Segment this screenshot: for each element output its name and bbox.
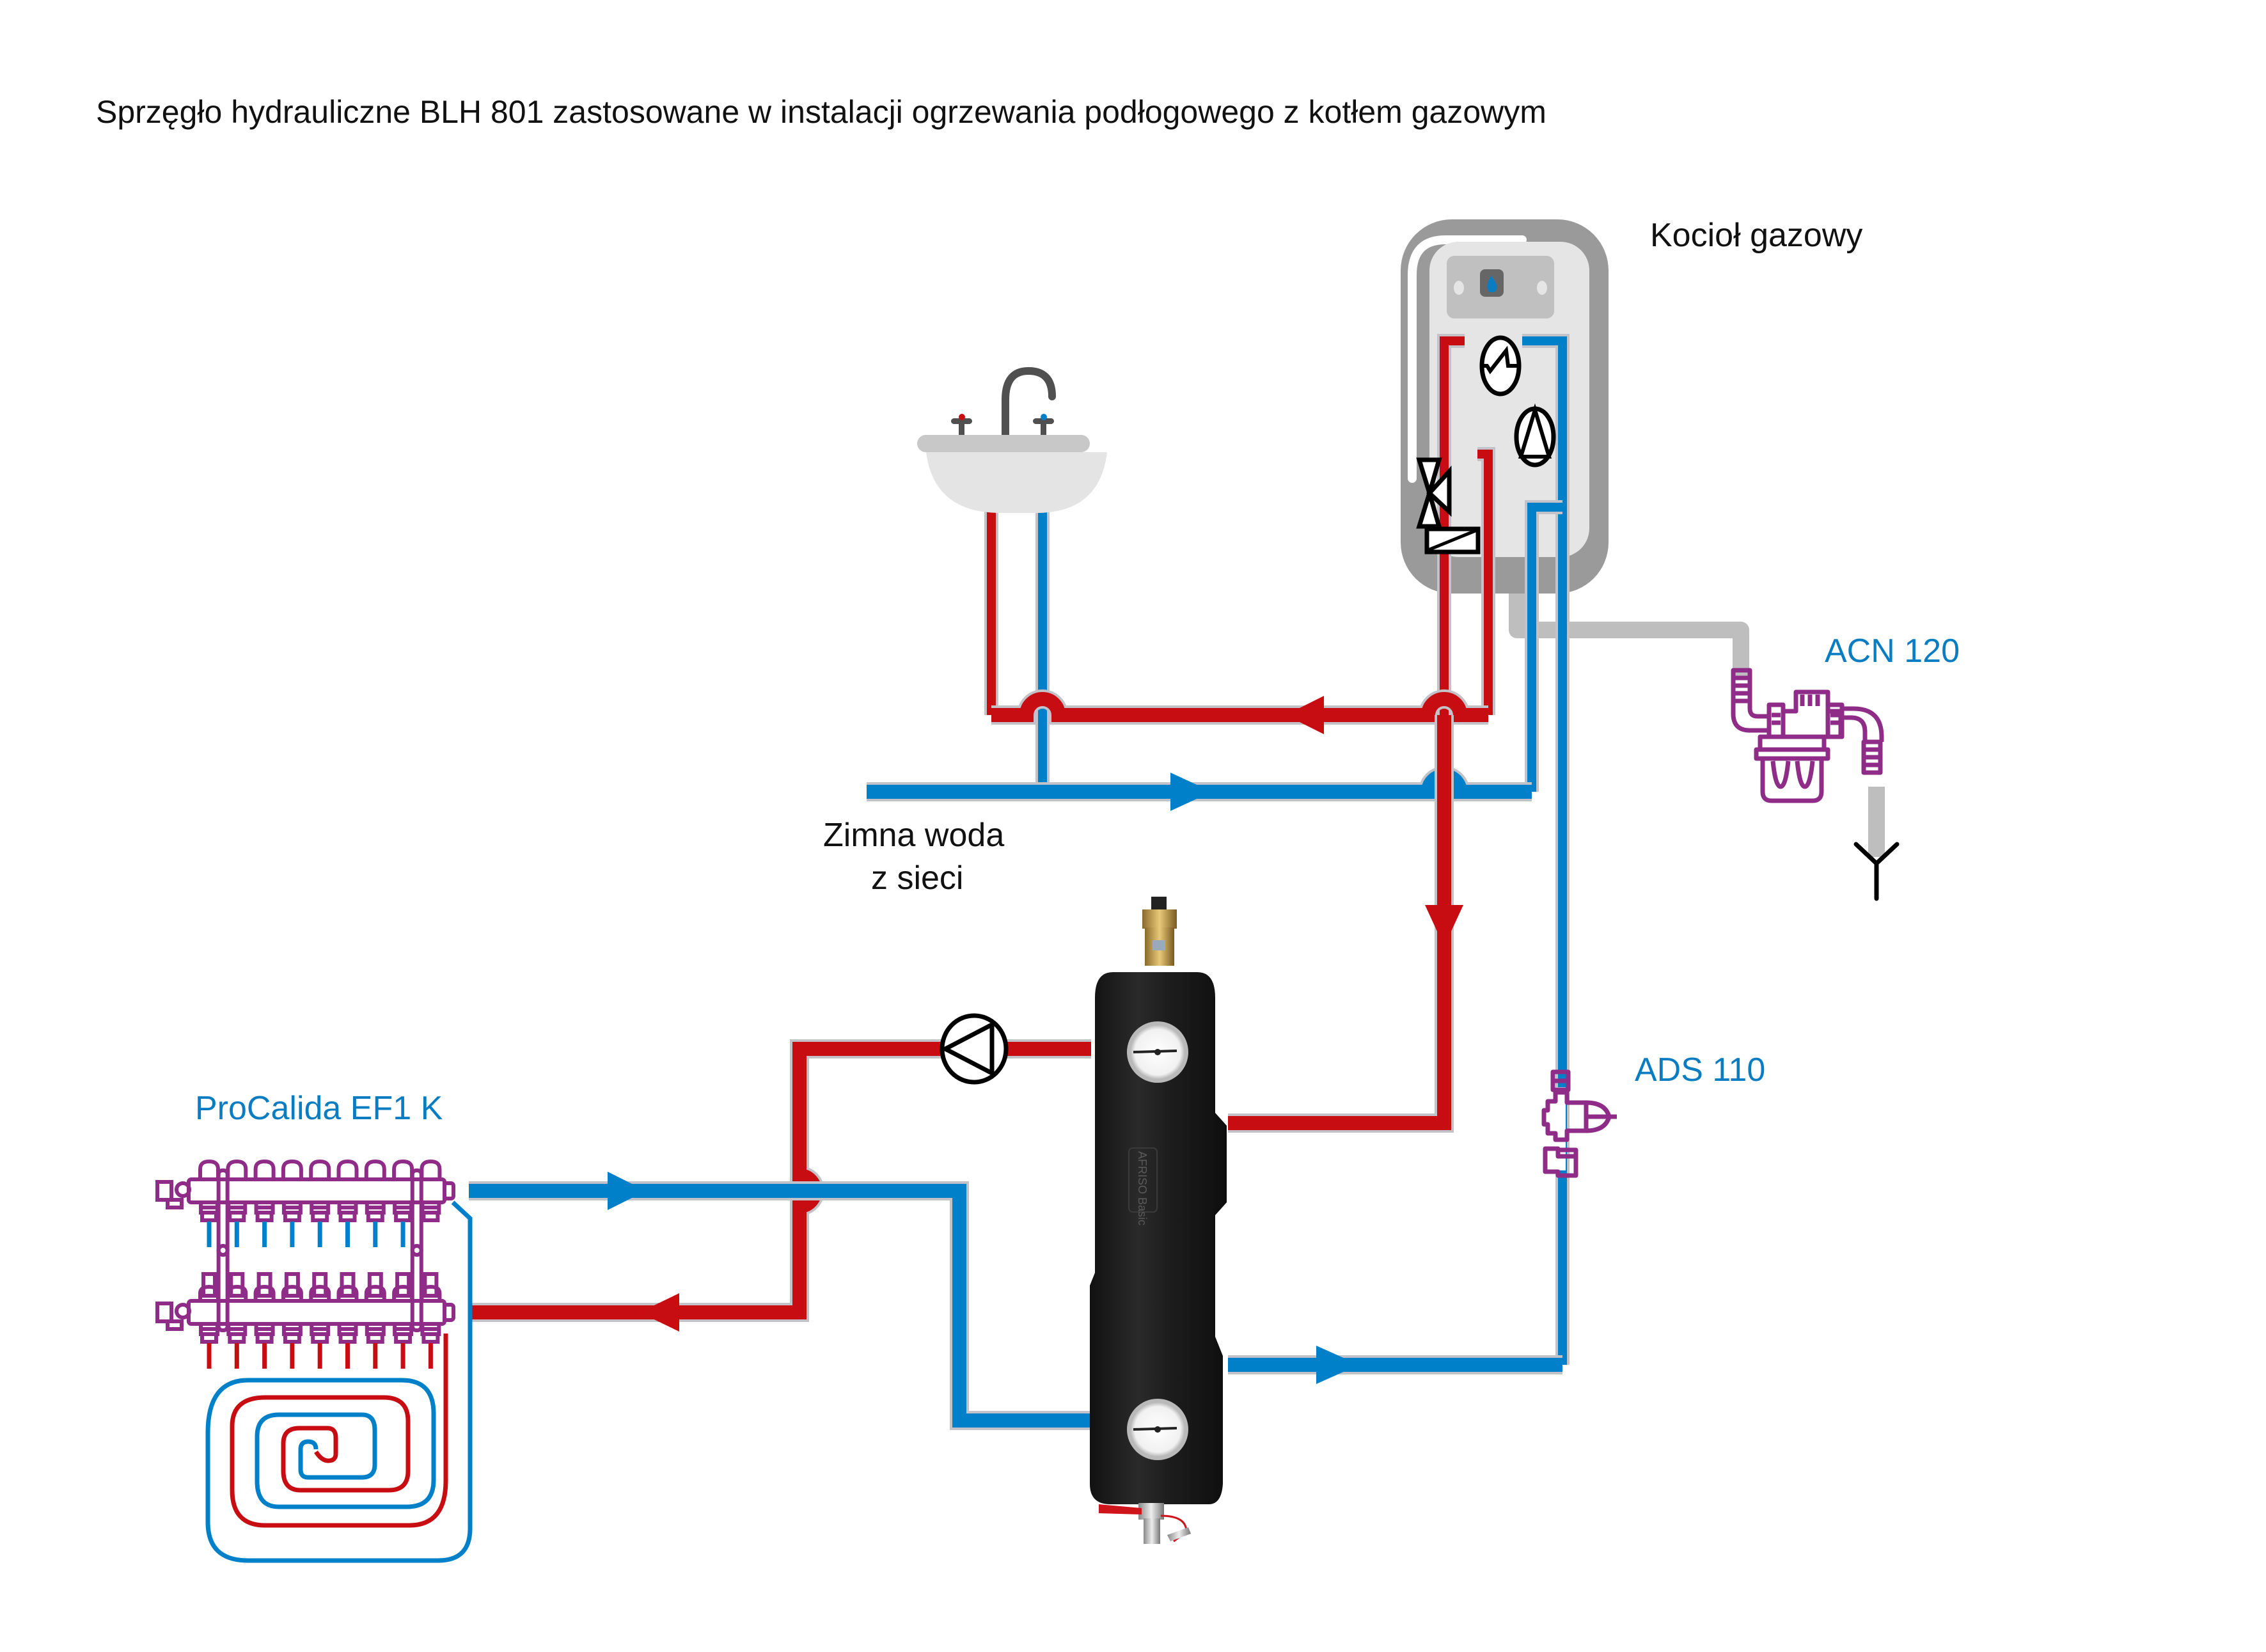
manifold-connector: [254, 1324, 275, 1344]
heat-exchanger-icon: [1479, 335, 1522, 397]
manifold-valve-cap: [392, 1159, 414, 1178]
manifold-valve-cap: [281, 1284, 303, 1300]
boiler-label: Kocioł gazowy: [1650, 217, 1862, 254]
manifold-valve-cap: [198, 1159, 220, 1178]
manifold-flow-meter: [201, 1272, 217, 1298]
manifold-connector: [420, 1202, 441, 1222]
boiler-front-panel: [1429, 242, 1589, 557]
manifold-connector: [226, 1202, 248, 1222]
separator-insulation: [1090, 972, 1227, 1504]
flow-arrow-right: [1316, 1346, 1359, 1384]
condensate-pipe: [1509, 592, 1885, 857]
manifold-bracket-screw: [216, 1244, 230, 1257]
pump-icon: [1514, 403, 1556, 468]
manifold-valve-cap: [420, 1159, 442, 1178]
manifold-valve-cap: [336, 1159, 359, 1178]
manifold-valve-cap: [309, 1159, 331, 1178]
air-vent-icon: [1142, 897, 1177, 966]
manifold-vent-icon: [175, 1303, 191, 1319]
sink-basin: [926, 452, 1107, 513]
manifold-label: ProCalida EF1 K: [195, 1090, 443, 1127]
manifold-end-cap: [155, 1180, 173, 1202]
manifold-flow-meter: [395, 1272, 411, 1298]
dhw-hot-pipe: [991, 689, 1488, 734]
drain-icon: [1853, 842, 1900, 901]
flow-arrow-down: [1425, 905, 1463, 947]
separator-brand-text: AFRISO Basic: [1136, 1151, 1149, 1225]
manifold-valve-cap: [364, 1284, 386, 1300]
gas-boiler: [1401, 219, 1609, 1365]
sink: [917, 366, 1107, 792]
manifold-vent-icon: [175, 1181, 191, 1198]
spiral-loop-icon: [205, 1200, 473, 1563]
thermometer-icon: [1127, 1021, 1188, 1083]
manifold-connector: [337, 1202, 358, 1222]
plate-exchanger-icon: [1424, 526, 1481, 555]
manifold-valve-cap: [253, 1159, 276, 1178]
hydraulic-separator: AFRISO Basic: [1090, 897, 1227, 1544]
flow-arrow-left: [1286, 696, 1324, 734]
manifold-valve-cap: [253, 1284, 276, 1300]
manifold-flow-meter: [340, 1272, 356, 1298]
cold-water-pipe: [867, 766, 1532, 811]
flow-arrow-right: [608, 1172, 646, 1210]
three-way-valve-icon: [1416, 457, 1452, 529]
manifold-bracket-screw: [410, 1244, 423, 1257]
manifold-connector: [310, 1202, 331, 1222]
manifold-connector: [199, 1324, 219, 1344]
floor-return-pipe: [469, 1172, 1091, 1430]
manifold-connector: [337, 1324, 358, 1344]
thermometer-icon: [1127, 1399, 1188, 1460]
manifold-connector: [393, 1324, 414, 1344]
pump-icon: [940, 1021, 995, 1077]
manifold-connector: [420, 1324, 441, 1344]
drain-valve-icon: [1099, 1503, 1191, 1544]
diagram-title: Sprzęgło hydrauliczne BLH 801 zastosowan…: [96, 94, 1546, 130]
manifold-outlet: [443, 1181, 455, 1200]
manifold-connector: [281, 1324, 303, 1344]
cold-water-label-line2: z sieci: [871, 860, 963, 897]
manifold-valve-cap: [226, 1159, 248, 1178]
manifold-outlet: [443, 1303, 455, 1322]
cold-tap-icon: [1033, 414, 1054, 435]
manifold-connector: [365, 1324, 386, 1344]
ads-110-label: ADS 110: [1635, 1051, 1765, 1089]
flow-arrow-left: [640, 1293, 679, 1332]
manifold-flow-meter: [423, 1272, 439, 1298]
flame-icon: [1487, 276, 1497, 293]
cold-water-label-line1: Zimna woda: [823, 817, 1004, 854]
flow-arrow-right: [1170, 773, 1212, 811]
manifold-flow-meter: [256, 1272, 272, 1298]
acn-120-label: ACN 120: [1825, 633, 1960, 670]
manifold-connector: [393, 1202, 414, 1222]
floor-manifold: [155, 1159, 455, 1369]
manifold-flow-meter: [312, 1272, 328, 1298]
faucet-icon: [1002, 366, 1056, 439]
heating-return-pipe: [1228, 1346, 1562, 1384]
manifold-valve-cap: [364, 1159, 386, 1178]
manifold-connector: [254, 1202, 275, 1222]
ads-110-dirt-separator: [1535, 1069, 1617, 1178]
circulation-pump: [940, 1013, 1009, 1085]
manifold-valve-cap: [281, 1159, 303, 1178]
manifold-connector: [310, 1324, 331, 1344]
hot-tap-icon: [951, 414, 972, 435]
manifold-flow-meter: [229, 1272, 245, 1298]
manifold-valve-cap: [309, 1284, 331, 1300]
manifold-connector: [226, 1324, 248, 1344]
manifold-drain: [166, 1319, 184, 1331]
floor-heating-loop: [205, 1200, 473, 1563]
manifold-connector: [365, 1202, 386, 1222]
manifold-flow-meter: [284, 1272, 300, 1298]
manifold-valve-cap: [336, 1284, 359, 1300]
heating-supply-pipe: [1228, 715, 1463, 1133]
acn-120-neutralizer: [1731, 668, 1884, 803]
manifold-connector: [199, 1202, 219, 1222]
manifold-drain: [166, 1198, 184, 1209]
manifold-flow-meter: [367, 1272, 383, 1298]
sink-rim: [917, 435, 1090, 452]
manifold-connector: [281, 1202, 303, 1222]
manifold-end-cap: [155, 1302, 173, 1323]
